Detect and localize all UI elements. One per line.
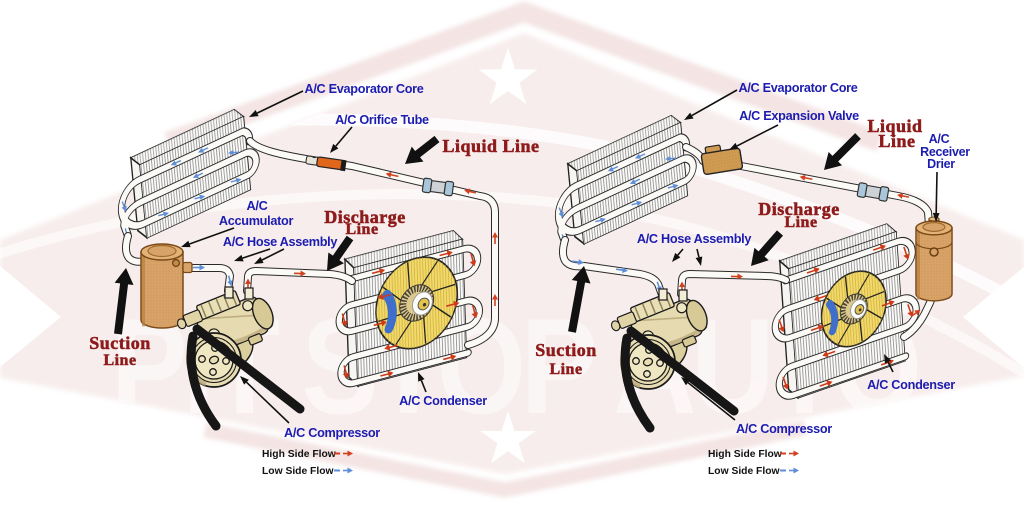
svg-text:A/C: A/C: [247, 199, 268, 213]
svg-text:A/C: A/C: [929, 132, 950, 146]
svg-text:Suction: Suction: [89, 333, 151, 353]
svg-text:High Side Flow: High Side Flow: [262, 449, 337, 460]
svg-text:A/C Evaporator Core: A/C Evaporator Core: [304, 82, 423, 96]
svg-text:A/C Hose Assembly: A/C Hose Assembly: [637, 232, 752, 246]
svg-text:Line: Line: [549, 361, 582, 378]
svg-text:Line: Line: [103, 352, 136, 369]
svg-text:Low Side Flow: Low Side Flow: [708, 466, 780, 477]
svg-text:A/C Hose Assembly: A/C Hose Assembly: [223, 235, 338, 249]
svg-text:Drier: Drier: [927, 157, 955, 171]
svg-text:Receiver: Receiver: [920, 145, 970, 159]
svg-text:Liquid: Liquid: [867, 116, 922, 136]
svg-text:A/C Compressor: A/C Compressor: [736, 422, 832, 436]
svg-text:A/C Condenser: A/C Condenser: [867, 378, 955, 392]
svg-text:A/C Expansion Valve: A/C Expansion Valve: [739, 109, 859, 123]
svg-text:Accumulator: Accumulator: [219, 214, 294, 228]
svg-text:Low Side Flow: Low Side Flow: [262, 466, 334, 477]
svg-text:High Side Flow: High Side Flow: [708, 449, 783, 460]
svg-text:Line: Line: [784, 214, 817, 231]
svg-text:Liquid Line: Liquid Line: [442, 136, 539, 156]
svg-text:Suction: Suction: [535, 340, 597, 360]
svg-text:Line: Line: [878, 131, 915, 151]
svg-text:Line: Line: [345, 221, 378, 238]
svg-text:A/C Compressor: A/C Compressor: [284, 426, 380, 440]
svg-text:Discharge: Discharge: [758, 199, 839, 219]
svg-text:A/C Evaporator Core: A/C Evaporator Core: [738, 81, 857, 95]
svg-text:A/C Orifice Tube: A/C Orifice Tube: [335, 113, 429, 127]
svg-text:A/C Condenser: A/C Condenser: [399, 394, 487, 408]
svg-text:Discharge: Discharge: [324, 207, 405, 227]
